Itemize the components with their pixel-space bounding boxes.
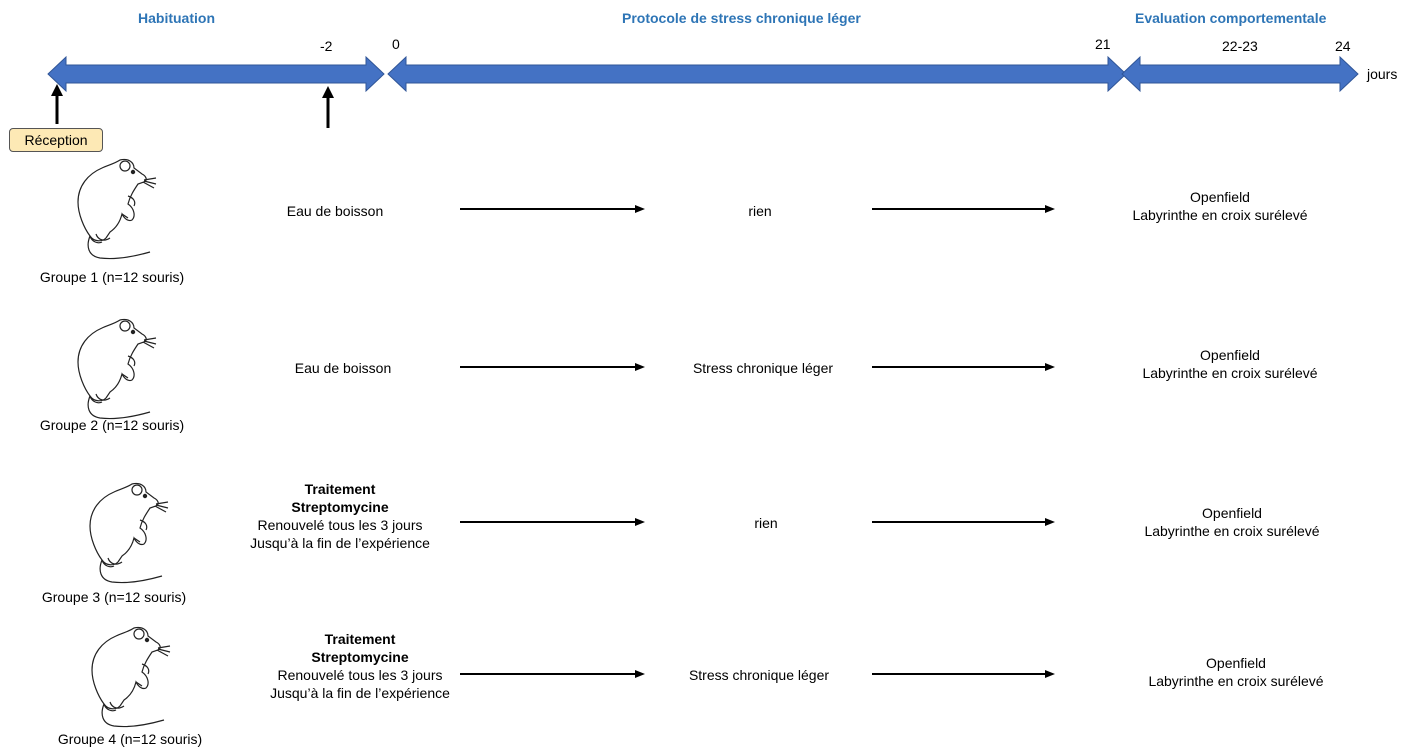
tests-text: Openfield Labyrinthe en croix surélevé xyxy=(1120,346,1340,382)
day-label: 0 xyxy=(392,36,400,52)
test-line: Labyrinthe en croix surélevé xyxy=(1132,207,1308,223)
evaluation-bar xyxy=(1121,55,1359,93)
flow-arrow xyxy=(460,518,645,526)
day-minus2-up-arrow xyxy=(322,86,334,128)
test-line: Labyrinthe en croix surélevé xyxy=(1142,365,1318,381)
flow-arrow xyxy=(460,363,645,371)
treatment-line: Jusqu’à la fin de l’expérience xyxy=(250,535,430,551)
treatment-line: Jusqu’à la fin de l’expérience xyxy=(270,685,450,701)
condition-text: rien xyxy=(754,515,778,531)
phase-label-habituation: Habituation xyxy=(138,10,215,26)
tests-text: Openfield Labyrinthe en croix surélevé xyxy=(1126,654,1346,690)
treatment-line: Eau de boisson xyxy=(294,360,392,376)
treatment-text: Eau de boisson xyxy=(248,359,438,377)
group-label: Groupe 2 (n=12 souris) xyxy=(39,417,185,433)
tests-text: Openfield Labyrinthe en croix surélevé xyxy=(1122,504,1342,540)
reception-up-arrow xyxy=(51,84,63,124)
flow-arrow xyxy=(872,363,1055,371)
treatment-bold-line: Streptomycine xyxy=(311,649,409,665)
day-label: -2 xyxy=(320,38,333,54)
test-line: Openfield xyxy=(1206,655,1266,671)
treatment-text: Eau de boisson xyxy=(240,202,430,220)
treatment-line: Renouvelé tous les 3 jours xyxy=(277,667,443,683)
day-label: 21 xyxy=(1095,36,1111,52)
treatment-text: Traitement Streptomycine Renouvelé tous … xyxy=(225,480,455,552)
mouse-icon xyxy=(77,318,157,420)
habituation-bar xyxy=(47,55,385,93)
mouse-icon xyxy=(89,482,169,584)
test-line: Openfield xyxy=(1190,189,1250,205)
unit-label: jours xyxy=(1367,66,1398,82)
mouse-icon xyxy=(77,158,157,260)
mouse-icon xyxy=(91,626,171,728)
protocol-bar xyxy=(387,55,1127,93)
flow-arrow xyxy=(872,205,1055,213)
treatment-line: Renouvelé tous les 3 jours xyxy=(257,517,423,533)
condition-text: Stress chronique léger xyxy=(688,667,830,683)
group-label: Groupe 1 (n=12 souris) xyxy=(39,269,185,285)
treatment-bold-line: Traitement xyxy=(324,631,396,647)
test-line: Labyrinthe en croix surélevé xyxy=(1144,523,1320,539)
treatment-text: Traitement Streptomycine Renouvelé tous … xyxy=(245,630,475,702)
flow-arrow xyxy=(872,518,1055,526)
phase-label-evaluation: Evaluation comportementale xyxy=(1135,10,1327,26)
reception-box: Réception xyxy=(9,128,103,152)
test-line: Labyrinthe en croix surélevé xyxy=(1148,673,1324,689)
day-label: 22-23 xyxy=(1222,38,1258,54)
condition-text: rien xyxy=(748,203,772,219)
test-line: Openfield xyxy=(1200,347,1260,363)
treatment-line: Eau de boisson xyxy=(286,203,384,219)
day-label: 24 xyxy=(1335,38,1351,54)
flow-arrow xyxy=(872,670,1055,678)
flow-arrow xyxy=(460,205,645,213)
group-label: Groupe 4 (n=12 souris) xyxy=(57,731,203,747)
tests-text: Openfield Labyrinthe en croix surélevé xyxy=(1110,188,1330,224)
group-label: Groupe 3 (n=12 souris) xyxy=(41,589,187,605)
test-line: Openfield xyxy=(1202,505,1262,521)
treatment-bold-line: Streptomycine xyxy=(291,499,389,515)
phase-label-protocol: Protocole de stress chronique léger xyxy=(622,10,861,26)
flow-arrow xyxy=(460,670,645,678)
condition-text: Stress chronique léger xyxy=(692,360,834,376)
treatment-bold-line: Traitement xyxy=(304,481,376,497)
